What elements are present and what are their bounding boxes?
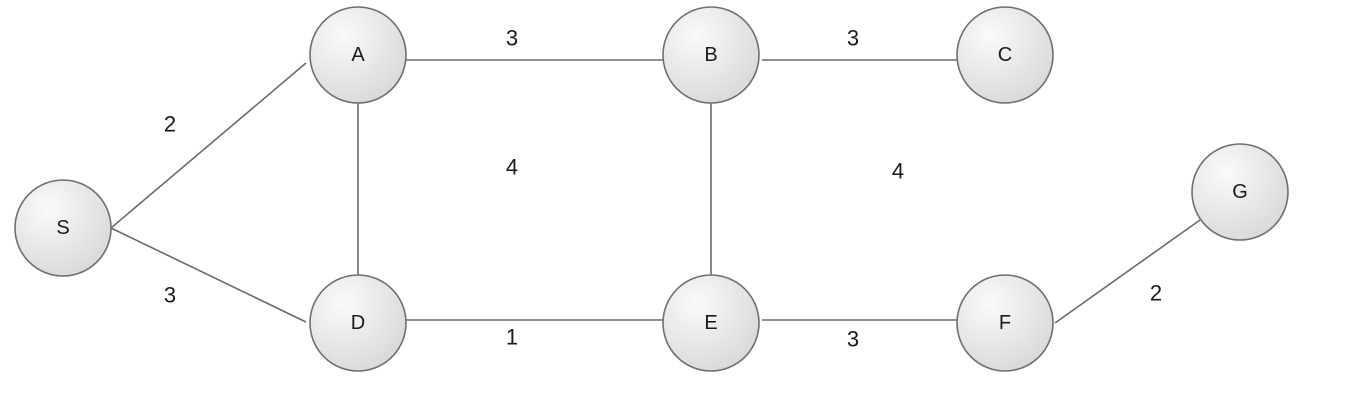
- node-label-c: C: [998, 44, 1012, 66]
- node-circle-c: [956, 6, 1054, 104]
- weight-label-s-a: 2: [164, 112, 176, 137]
- node-b: B: [662, 6, 760, 104]
- node-f: F: [956, 274, 1054, 372]
- node-label-d: D: [351, 312, 365, 334]
- weights-layer: 2 3 3 3 4 4 1 3 2: [164, 26, 1162, 352]
- node-label-e: E: [704, 312, 717, 334]
- node-a: A: [309, 6, 407, 104]
- weight-label-f-g: 2: [1150, 281, 1162, 306]
- node-circle-b: [662, 6, 760, 104]
- node-circle-d: [309, 274, 407, 372]
- node-d: D: [309, 274, 407, 372]
- node-e: E: [662, 274, 760, 372]
- weight-label-e-f: 3: [847, 327, 859, 352]
- weight-label-s-d: 3: [164, 283, 176, 308]
- edges-layer: [110, 59, 1201, 324]
- node-circle-g: [1191, 143, 1289, 241]
- node-label-s: S: [56, 217, 69, 239]
- node-label-g: G: [1232, 181, 1248, 203]
- edge-s-d: [110, 227, 307, 323]
- node-circle-f: [956, 274, 1054, 372]
- node-label-a: A: [351, 44, 365, 66]
- node-circle-e: [662, 274, 760, 372]
- edge-s-a: [110, 62, 307, 229]
- node-s: S: [14, 179, 112, 277]
- node-g: G: [1191, 143, 1289, 241]
- weight-label-d-e: 1: [506, 325, 518, 350]
- node-circle-a: [309, 6, 407, 104]
- node-label-f: F: [999, 312, 1011, 334]
- node-c: C: [956, 6, 1054, 104]
- node-label-b: B: [704, 44, 717, 66]
- weight-label-a-d: 4: [506, 155, 518, 180]
- node-circle-s: [14, 179, 112, 277]
- nodes-layer: S A B C D E F G: [14, 6, 1289, 372]
- weight-label-b-e: 4: [892, 159, 904, 184]
- edge-f-g: [1054, 219, 1201, 324]
- weight-label-a-b: 3: [506, 26, 518, 51]
- weight-label-b-c: 3: [847, 26, 859, 51]
